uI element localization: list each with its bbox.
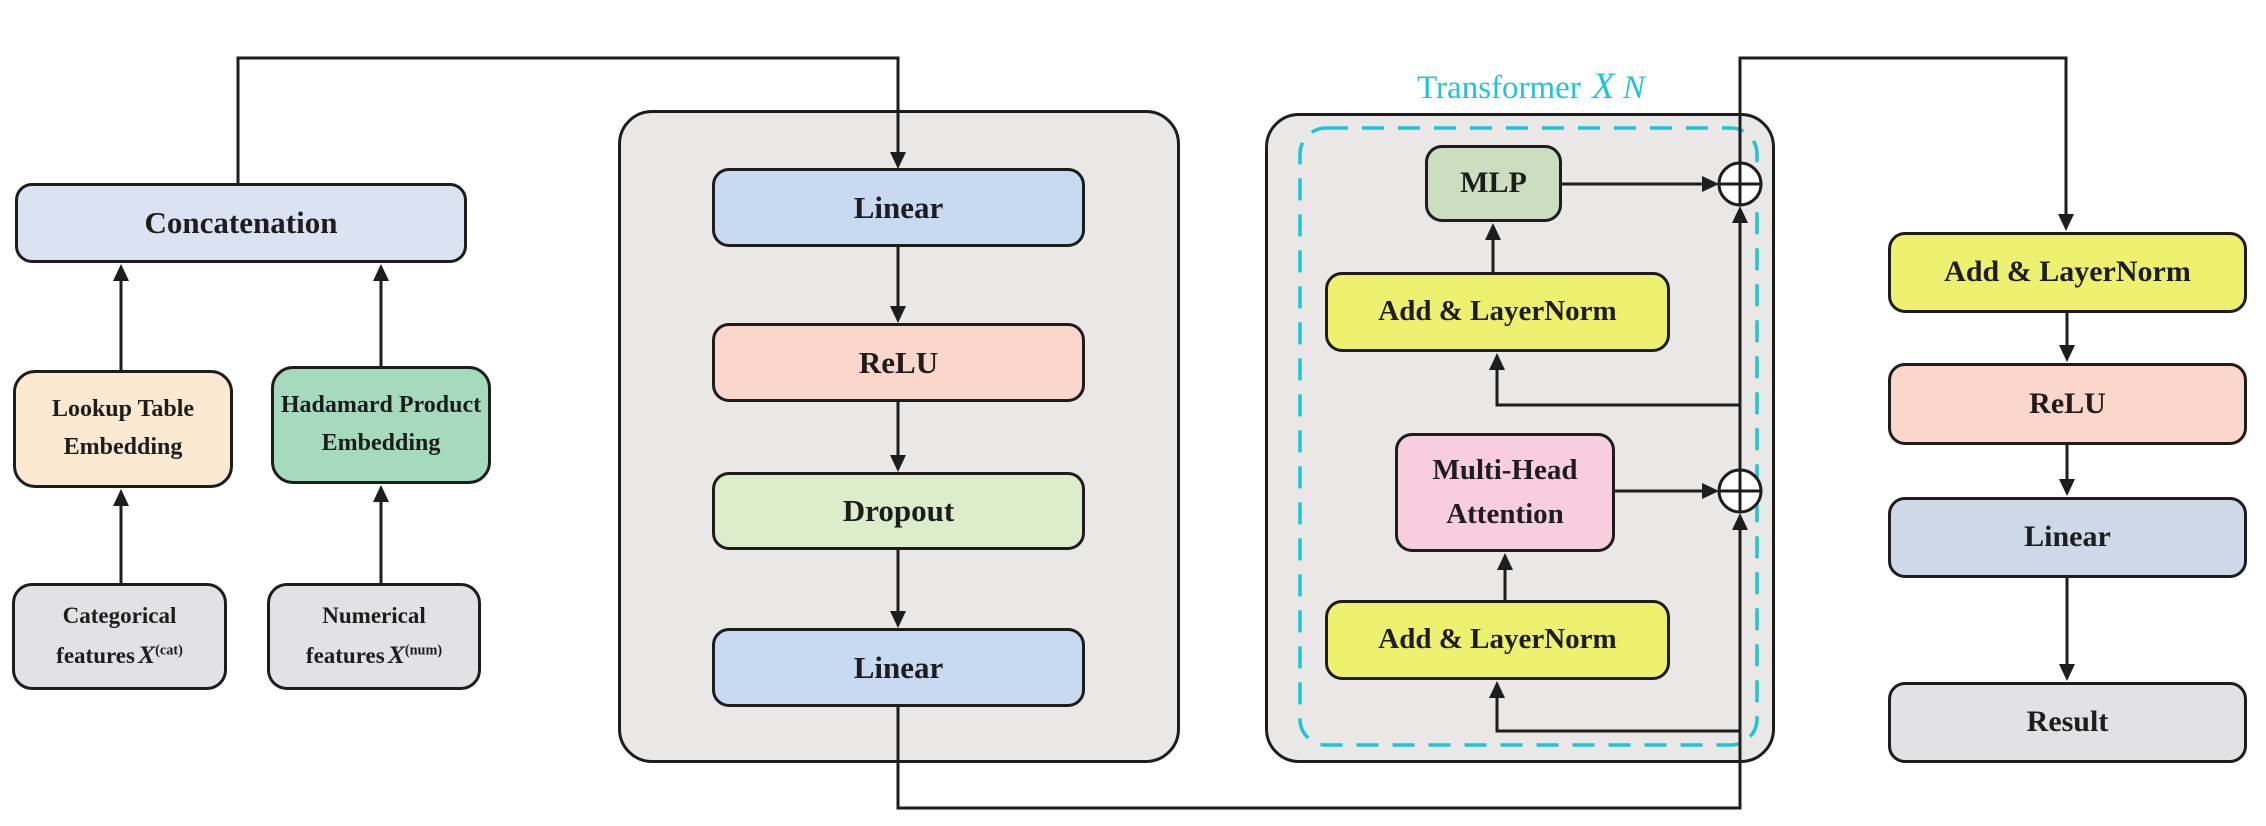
wire-input-branch-to-addnorm-bottom: [1495, 697, 1740, 733]
ff-dropout-label: Dropout: [842, 493, 955, 529]
add-layernorm-bottom-label: Add & LayerNorm: [1378, 623, 1617, 656]
lookup-embedding-node: Lookup Table Embedding: [13, 370, 233, 488]
times-symbol: X: [1592, 65, 1615, 106]
result-label: Result: [2026, 705, 2109, 739]
categorical-features-line1: Categorical: [62, 603, 177, 629]
ff-linear-bottom-node: Linear: [712, 628, 1085, 707]
output-relu-node: ReLU: [1888, 363, 2247, 445]
output-relu-label: ReLU: [2029, 386, 2106, 420]
numerical-symbol: X: [387, 639, 405, 669]
ff-linear-top-label: Linear: [853, 189, 944, 225]
categorical-symbol: X: [137, 639, 156, 669]
mlp-label: MLP: [1460, 166, 1527, 200]
residual-add-icon-bottom: [1717, 468, 1763, 514]
numerical-superscript: (num): [404, 642, 443, 659]
mha-line1: Multi-Head: [1432, 454, 1578, 487]
mha-line2: Attention: [1446, 497, 1564, 530]
mlp-node: MLP: [1425, 145, 1562, 222]
output-linear-label: Linear: [2024, 520, 2111, 554]
transformer-repeat-label: Transformer X N: [1411, 64, 1651, 107]
concatenation-node: Concatenation: [15, 183, 467, 263]
add-layernorm-top-node: Add & LayerNorm: [1325, 272, 1670, 352]
output-linear-node: Linear: [1888, 497, 2247, 578]
result-node: Result: [1888, 682, 2247, 763]
hadamard-embedding-line2: Embedding: [321, 430, 441, 456]
ff-relu-label: ReLU: [858, 344, 939, 380]
transformer-repeat-dashed-border: [1298, 126, 1759, 747]
ff-dropout-node: Dropout: [712, 472, 1085, 550]
categorical-superscript: (cat): [155, 642, 183, 659]
hadamard-embedding-node: Hadamard Product Embedding: [271, 366, 491, 484]
transformer-label-text: Transformer: [1417, 70, 1581, 106]
lookup-embedding-line1: Lookup Table: [51, 396, 195, 423]
wire-transformer-to-output: [1738, 56, 2068, 215]
lookup-embedding-line2: Embedding: [63, 434, 183, 460]
wire-branch-to-addnorm-top: [1495, 369, 1740, 407]
arrowheads: [113, 152, 2075, 698]
wire-concatenation-to-linear: [236, 56, 900, 183]
numerical-features-line1: Numerical: [322, 603, 426, 629]
ff-linear-bottom-label: Linear: [853, 649, 944, 685]
wire-feedforward-output-residual: [896, 529, 1742, 810]
output-add-layernorm-label: Add & LayerNorm: [1944, 255, 2191, 289]
concatenation-label: Concatenation: [144, 205, 338, 241]
add-layernorm-top-label: Add & LayerNorm: [1378, 295, 1617, 328]
repeat-count-symbol: N: [1622, 70, 1645, 106]
ff-linear-top-node: Linear: [712, 168, 1085, 247]
hadamard-embedding-line1: Hadamard Product: [280, 392, 482, 419]
output-add-layernorm-node: Add & LayerNorm: [1888, 232, 2247, 313]
residual-add-icon-top: [1717, 161, 1763, 207]
ff-relu-node: ReLU: [712, 323, 1085, 402]
add-layernorm-bottom-node: Add & LayerNorm: [1325, 600, 1670, 680]
multi-head-attention-node: Multi-Head Attention: [1395, 433, 1615, 552]
